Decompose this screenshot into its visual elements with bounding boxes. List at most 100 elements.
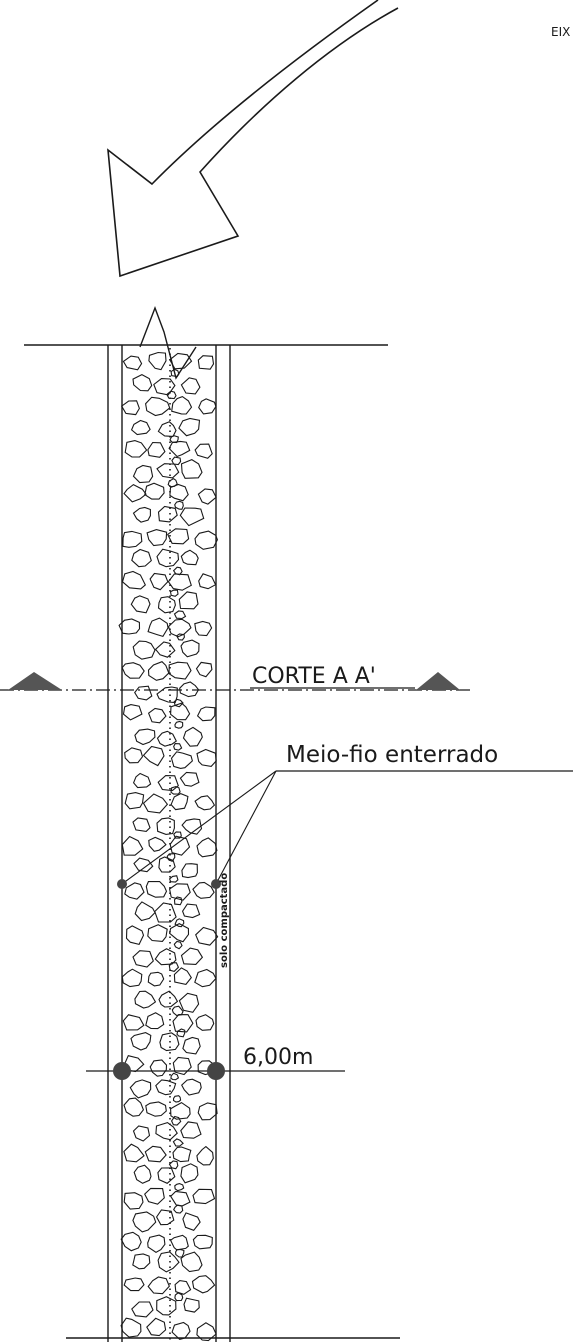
gravel-stone xyxy=(172,1056,192,1076)
gravel-stone xyxy=(168,661,192,680)
gravel-stone xyxy=(170,368,180,378)
gravel-stone xyxy=(180,377,201,395)
gravel-stone xyxy=(121,968,143,988)
gravel-stone xyxy=(132,506,151,523)
gravel-stone xyxy=(148,351,167,371)
gravel-stone xyxy=(182,726,203,747)
gravel-stone xyxy=(123,1097,145,1117)
gravel-stone xyxy=(191,1275,216,1294)
gravel-stone xyxy=(173,967,192,986)
gravel-stone xyxy=(131,548,152,568)
gravel-stone xyxy=(194,443,213,459)
gravel-stone xyxy=(124,882,145,900)
gravel-stone xyxy=(147,1276,170,1295)
gravel-stone xyxy=(142,745,165,767)
gravel-stone xyxy=(133,857,154,873)
gravel-stone xyxy=(122,1014,145,1031)
gravel-stone xyxy=(175,1248,185,1258)
gravel-stone xyxy=(179,507,205,527)
break-symbol xyxy=(139,306,197,380)
gravel-stone xyxy=(159,1032,180,1052)
gravel-stone xyxy=(180,1251,203,1273)
gravel-stone xyxy=(147,707,167,724)
gravel-stone xyxy=(122,355,143,371)
gravel-stone xyxy=(179,681,200,698)
gravel-stone xyxy=(174,1280,192,1295)
gravel-stone xyxy=(130,419,151,436)
gravel-stone xyxy=(147,924,168,942)
gravel-stone xyxy=(175,633,185,641)
gravel-stone xyxy=(194,795,216,811)
gravel-stone xyxy=(173,896,183,906)
gravel-stone xyxy=(174,500,184,510)
section-marker-right xyxy=(416,672,460,690)
gravel-stone xyxy=(173,940,183,950)
gravel-stone xyxy=(124,747,144,764)
gravel-stone xyxy=(167,618,192,638)
gravel-stone xyxy=(166,390,177,400)
gravel-stone xyxy=(169,835,191,856)
gravel-stone xyxy=(132,950,154,968)
gravel-stone xyxy=(173,698,184,708)
gravel-stone xyxy=(170,751,194,769)
gravel-stone xyxy=(170,1115,182,1126)
gravel-stone xyxy=(197,488,217,505)
gravel-stone xyxy=(172,1146,192,1163)
gravel-stone xyxy=(171,1005,184,1016)
gravel-stone xyxy=(167,573,192,591)
gravel-stone xyxy=(132,817,151,832)
gravel-stone xyxy=(149,1059,168,1077)
gravel-stone xyxy=(134,990,157,1009)
gravel-stone xyxy=(181,903,201,919)
gravel-stone xyxy=(178,992,200,1013)
curb-point-right xyxy=(211,879,221,889)
gravel-stone xyxy=(132,373,153,392)
corner-text: EIX xyxy=(551,25,570,39)
gravel-stone xyxy=(174,1183,185,1192)
gravel-stone xyxy=(132,1125,151,1142)
gravel-stone xyxy=(171,1321,191,1341)
gravel-stone xyxy=(198,573,217,590)
gravel-stone xyxy=(146,1317,167,1337)
gravel-stone xyxy=(132,1253,151,1270)
gravel-stone xyxy=(132,1211,157,1233)
gravel-stone xyxy=(176,1028,186,1038)
gravel-stone xyxy=(196,706,216,722)
gravel-stone xyxy=(197,1102,218,1121)
gravel-stone xyxy=(195,1014,215,1031)
gravel-stone xyxy=(154,902,177,923)
gravel-stone xyxy=(194,530,218,550)
gravel-stone xyxy=(181,1078,202,1096)
soil-label: solo compactado xyxy=(219,873,230,968)
gravel-stone xyxy=(194,968,217,988)
gravel-stone xyxy=(172,1095,182,1103)
curb-leader-right xyxy=(215,770,277,885)
gravel-stone xyxy=(181,818,203,835)
gravel-stone xyxy=(195,926,219,946)
gravel-stone xyxy=(166,528,190,545)
gravel-stone xyxy=(169,1190,191,1207)
gravel-stone xyxy=(183,1297,200,1313)
gravel-stone xyxy=(157,421,177,437)
gravel-stone xyxy=(130,1032,152,1051)
gravel-stone xyxy=(134,901,156,922)
gravel-stone xyxy=(157,505,178,523)
gravel-stone xyxy=(121,570,146,590)
gravel-stone xyxy=(172,1014,194,1033)
gravel-stone xyxy=(173,610,187,620)
gravel-stone xyxy=(173,743,183,751)
dimension-point-left xyxy=(113,1062,131,1080)
gravel-stone xyxy=(130,595,151,614)
gravel-stone xyxy=(192,1188,216,1205)
gravel-stone xyxy=(180,947,204,965)
gravel-stone xyxy=(196,837,218,858)
section-label: CORTE A A' xyxy=(252,664,376,689)
gravel-stone xyxy=(154,641,176,658)
gravel-stone xyxy=(156,817,175,835)
gravel-stone xyxy=(182,1212,201,1231)
gravel-stone xyxy=(180,1121,202,1139)
gravel-stone xyxy=(196,748,217,767)
gravel-stone xyxy=(132,640,156,660)
section-marker-left xyxy=(8,672,62,690)
dimension-point-right xyxy=(207,1062,225,1080)
